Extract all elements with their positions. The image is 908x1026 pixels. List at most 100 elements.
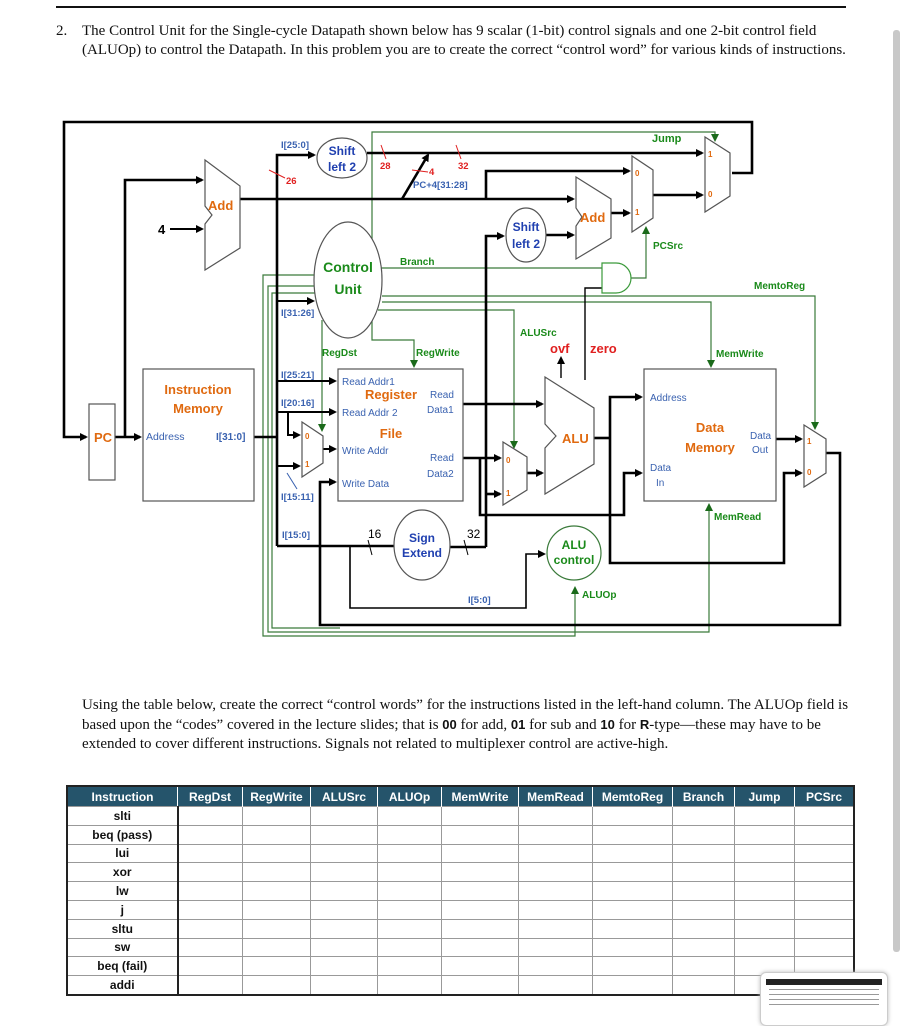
answer-cell-pcsrc[interactable] [794, 918, 855, 939]
answer-cell-regdst[interactable] [177, 899, 243, 920]
answer-cell-memtoreg[interactable] [592, 918, 673, 939]
column-header-jump: Jump [734, 786, 795, 807]
answer-cell-aluop[interactable] [377, 862, 442, 883]
answer-cell-aluop[interactable] [377, 975, 442, 996]
answer-cell-regwrite[interactable] [242, 956, 311, 977]
answer-cell-alusrc[interactable] [310, 975, 378, 996]
answer-cell-aluop[interactable] [377, 956, 442, 977]
answer-cell-pcsrc[interactable] [794, 937, 855, 958]
answer-cell-branch[interactable] [672, 937, 735, 958]
answer-cell-regwrite[interactable] [242, 975, 311, 996]
answer-cell-memwrite[interactable] [441, 975, 519, 996]
answer-cell-alusrc[interactable] [310, 862, 378, 883]
answer-cell-pcsrc[interactable] [794, 806, 855, 826]
answer-cell-pcsrc[interactable] [794, 824, 855, 845]
answer-cell-memread[interactable] [518, 937, 593, 958]
answer-cell-memtoreg[interactable] [592, 824, 673, 845]
answer-cell-memtoreg[interactable] [592, 843, 673, 864]
answer-cell-regdst[interactable] [177, 956, 243, 977]
answer-cell-jump[interactable] [734, 881, 795, 901]
answer-cell-regwrite[interactable] [242, 806, 311, 826]
answer-cell-memwrite[interactable] [441, 862, 519, 883]
answer-cell-aluop[interactable] [377, 899, 442, 920]
answer-cell-jump[interactable] [734, 824, 795, 845]
answer-cell-regwrite[interactable] [242, 862, 311, 883]
answer-cell-memread[interactable] [518, 918, 593, 939]
scrollbar[interactable] [893, 30, 900, 952]
answer-cell-branch[interactable] [672, 899, 735, 920]
answer-cell-memread[interactable] [518, 806, 593, 826]
instruction-cell: slti [66, 806, 179, 826]
answer-cell-aluop[interactable] [377, 918, 442, 939]
answer-cell-memwrite[interactable] [441, 881, 519, 901]
answer-cell-aluop[interactable] [377, 937, 442, 958]
answer-cell-alusrc[interactable] [310, 881, 378, 901]
answer-cell-jump[interactable] [734, 843, 795, 864]
answer-cell-alusrc[interactable] [310, 956, 378, 977]
answer-cell-pcsrc[interactable] [794, 881, 855, 901]
answer-cell-memwrite[interactable] [441, 937, 519, 958]
answer-cell-alusrc[interactable] [310, 937, 378, 958]
answer-cell-regdst[interactable] [177, 862, 243, 883]
answer-cell-regdst[interactable] [177, 937, 243, 958]
answer-cell-memwrite[interactable] [441, 824, 519, 845]
answer-cell-memwrite[interactable] [441, 806, 519, 826]
answer-cell-regdst[interactable] [177, 918, 243, 939]
answer-cell-pcsrc[interactable] [794, 862, 855, 883]
answer-cell-jump[interactable] [734, 806, 795, 826]
answer-cell-memwrite[interactable] [441, 843, 519, 864]
answer-cell-pcsrc[interactable] [794, 899, 855, 920]
answer-cell-jump[interactable] [734, 899, 795, 920]
answer-cell-memread[interactable] [518, 956, 593, 977]
answer-cell-alusrc[interactable] [310, 918, 378, 939]
answer-cell-memread[interactable] [518, 899, 593, 920]
answer-cell-branch[interactable] [672, 824, 735, 845]
answer-cell-branch[interactable] [672, 862, 735, 883]
answer-cell-regdst[interactable] [177, 824, 243, 845]
answer-cell-regwrite[interactable] [242, 843, 311, 864]
answer-cell-memtoreg[interactable] [592, 899, 673, 920]
answer-cell-jump[interactable] [734, 937, 795, 958]
page-thumbnail[interactable] [760, 972, 888, 1026]
answer-cell-aluop[interactable] [377, 806, 442, 826]
answer-cell-memtoreg[interactable] [592, 975, 673, 996]
answer-cell-memread[interactable] [518, 824, 593, 845]
answer-cell-regwrite[interactable] [242, 918, 311, 939]
answer-cell-memwrite[interactable] [441, 956, 519, 977]
answer-cell-memtoreg[interactable] [592, 937, 673, 958]
answer-cell-branch[interactable] [672, 956, 735, 977]
answer-cell-alusrc[interactable] [310, 899, 378, 920]
answer-cell-alusrc[interactable] [310, 806, 378, 826]
answer-cell-memwrite[interactable] [441, 899, 519, 920]
answer-cell-jump[interactable] [734, 918, 795, 939]
answer-cell-memtoreg[interactable] [592, 806, 673, 826]
answer-cell-memtoreg[interactable] [592, 881, 673, 901]
answer-cell-aluop[interactable] [377, 881, 442, 901]
answer-cell-memread[interactable] [518, 843, 593, 864]
answer-cell-regwrite[interactable] [242, 824, 311, 845]
answer-cell-jump[interactable] [734, 862, 795, 883]
answer-cell-regwrite[interactable] [242, 899, 311, 920]
answer-cell-aluop[interactable] [377, 824, 442, 845]
answer-cell-pcsrc[interactable] [794, 843, 855, 864]
answer-cell-branch[interactable] [672, 806, 735, 826]
answer-cell-memtoreg[interactable] [592, 956, 673, 977]
answer-cell-memread[interactable] [518, 862, 593, 883]
answer-cell-branch[interactable] [672, 975, 735, 996]
answer-cell-alusrc[interactable] [310, 824, 378, 845]
answer-cell-memread[interactable] [518, 975, 593, 996]
answer-cell-memtoreg[interactable] [592, 862, 673, 883]
answer-cell-regdst[interactable] [177, 975, 243, 996]
answer-cell-branch[interactable] [672, 881, 735, 901]
answer-cell-branch[interactable] [672, 918, 735, 939]
answer-cell-alusrc[interactable] [310, 843, 378, 864]
answer-cell-memwrite[interactable] [441, 918, 519, 939]
answer-cell-regwrite[interactable] [242, 937, 311, 958]
answer-cell-regdst[interactable] [177, 806, 243, 826]
answer-cell-regwrite[interactable] [242, 881, 311, 901]
answer-cell-regdst[interactable] [177, 881, 243, 901]
answer-cell-regdst[interactable] [177, 843, 243, 864]
answer-cell-aluop[interactable] [377, 843, 442, 864]
answer-cell-branch[interactable] [672, 843, 735, 864]
answer-cell-memread[interactable] [518, 881, 593, 901]
